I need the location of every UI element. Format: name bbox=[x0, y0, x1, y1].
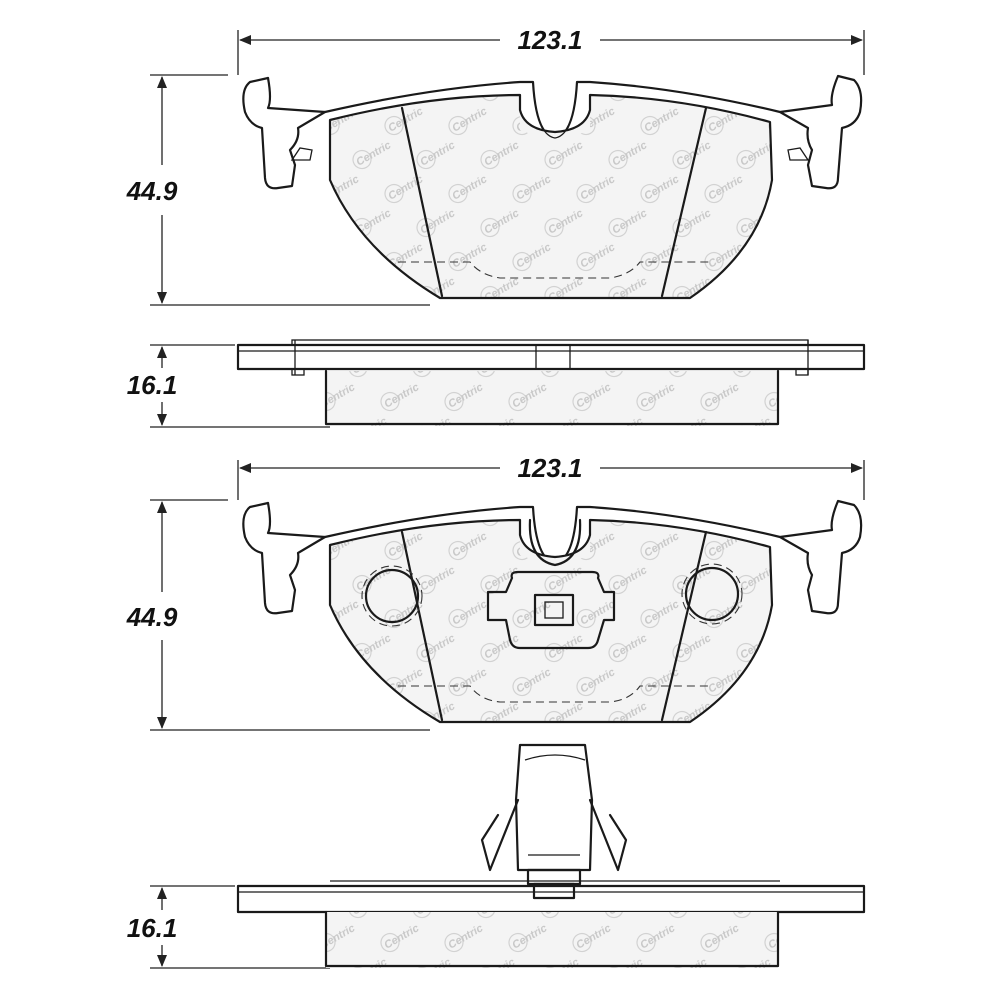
watermark-logo: Centric bbox=[736, 71, 777, 102]
watermark-logo: Centric bbox=[768, 666, 809, 697]
svg-text:Centric: Centric bbox=[290, 496, 329, 525]
watermark-logo: Centric bbox=[736, 275, 777, 304]
watermark-logo: Centric bbox=[764, 381, 805, 412]
watermark-logo: Centric bbox=[672, 520, 713, 527]
svg-text:Centric: Centric bbox=[770, 598, 809, 627]
bottom-thickness-label: 16.1 bbox=[127, 913, 178, 943]
top-width-label: 123.1 bbox=[517, 25, 582, 55]
svg-text:Centric: Centric bbox=[418, 71, 457, 100]
svg-text:Centric: Centric bbox=[418, 496, 457, 525]
svg-text:Centric: Centric bbox=[286, 888, 325, 917]
svg-text:Centric: Centric bbox=[766, 922, 805, 951]
watermark-logo: Centric bbox=[322, 241, 361, 272]
bottom-height-label: 44.9 bbox=[126, 602, 178, 632]
bottom-height-dimension: 44.9 bbox=[126, 499, 430, 731]
watermark-logo: Centric bbox=[286, 493, 330, 529]
svg-text:Centric: Centric bbox=[286, 956, 325, 985]
bottom-thickness-dimension: 16.1 bbox=[127, 885, 330, 969]
watermark-logo: Centric bbox=[322, 666, 361, 697]
svg-text:Centric: Centric bbox=[354, 700, 393, 729]
svg-text:Centric: Centric bbox=[290, 71, 329, 100]
bottom-side-friction-pad bbox=[324, 910, 780, 968]
svg-text:Centric: Centric bbox=[770, 241, 809, 270]
spring-clip bbox=[480, 743, 628, 886]
svg-text:Centric: Centric bbox=[290, 700, 329, 729]
right-rivet-circle bbox=[684, 566, 740, 622]
watermark-logo: Centric bbox=[672, 95, 713, 102]
watermark-logo: Centric bbox=[282, 885, 326, 921]
svg-text:Centric: Centric bbox=[770, 173, 809, 202]
svg-text:Centric: Centric bbox=[766, 381, 805, 410]
bottom-friction-pad bbox=[328, 518, 774, 724]
svg-text:Centric: Centric bbox=[290, 275, 329, 304]
top-height-label: 44.9 bbox=[126, 176, 178, 206]
svg-text:Centric: Centric bbox=[286, 415, 325, 444]
watermark-logo: Centric bbox=[544, 71, 585, 102]
watermark-logo: Centric bbox=[286, 272, 330, 308]
watermark-logo: Centric bbox=[282, 953, 326, 989]
top-chamfer-left bbox=[400, 106, 444, 298]
bottom-width-dimension: 123.1 bbox=[237, 453, 865, 500]
bottom-width-label: 123.1 bbox=[517, 453, 582, 483]
svg-text:Centric: Centric bbox=[322, 666, 361, 695]
svg-text:Centric: Centric bbox=[738, 275, 777, 304]
center-clip bbox=[486, 518, 616, 650]
watermark-logo: Centric bbox=[352, 700, 393, 729]
watermark-logo: Centric bbox=[286, 629, 330, 665]
watermark-logo: Centric bbox=[286, 204, 330, 240]
watermark-logo: Centric bbox=[736, 496, 777, 527]
watermark-logo: Centric bbox=[768, 530, 772, 561]
watermark-logo: Centric bbox=[768, 105, 772, 136]
watermark-logo: Centric bbox=[768, 241, 809, 272]
watermark-logo: Centric bbox=[352, 275, 393, 304]
watermark-logo: Centric bbox=[286, 68, 330, 104]
svg-text:Centric: Centric bbox=[354, 496, 393, 525]
top-thickness-dimension: 16.1 bbox=[127, 344, 330, 428]
watermark-logo: Centric bbox=[286, 697, 330, 733]
svg-text:Centric: Centric bbox=[738, 496, 777, 525]
top-friction-pad bbox=[328, 93, 774, 300]
watermark-logo: Centric bbox=[736, 700, 777, 729]
top-chamfer-right bbox=[660, 106, 708, 298]
svg-text:Centric: Centric bbox=[738, 700, 777, 729]
svg-text:Centric: Centric bbox=[738, 71, 777, 100]
svg-text:Centric: Centric bbox=[354, 71, 393, 100]
watermark-logo: Centric bbox=[764, 922, 805, 953]
top-height-dimension: 44.9 bbox=[126, 74, 430, 306]
svg-text:Centric: Centric bbox=[546, 71, 585, 100]
top-thickness-label: 16.1 bbox=[127, 370, 178, 400]
svg-text:Centric: Centric bbox=[290, 207, 329, 236]
svg-text:Centric: Centric bbox=[354, 275, 393, 304]
watermark-logo: Centric bbox=[282, 412, 326, 448]
top-side-friction-pad bbox=[324, 369, 780, 426]
left-rivet-circle bbox=[364, 568, 420, 624]
svg-text:Centric: Centric bbox=[290, 632, 329, 661]
top-side-backing-plate bbox=[236, 343, 866, 371]
svg-text:Centric: Centric bbox=[322, 241, 361, 270]
svg-text:Centric: Centric bbox=[770, 666, 809, 695]
bottom-backing-plate bbox=[242, 499, 863, 615]
top-width-dimension: 123.1 bbox=[237, 25, 865, 75]
